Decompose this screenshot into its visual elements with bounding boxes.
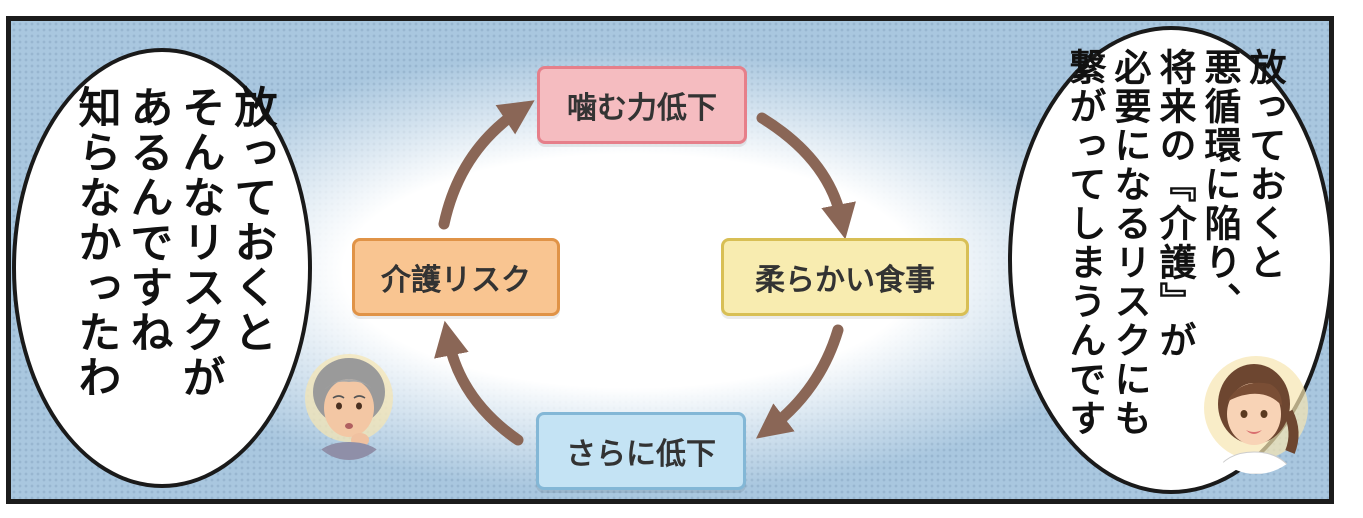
speech-line: 将来の『介護』が (1153, 48, 1196, 360)
cycle-box-further-decline: さらに低下 (536, 412, 746, 490)
speech-text-right: 放っておくと 悪循環に陥り、 将来の『介護』が 必要になるリスクにも 繋がってし… (1062, 48, 1287, 468)
arrow-bottom-to-left (434, 320, 524, 446)
arrow-left-to-top (438, 100, 535, 230)
cycle-box-chewing-decline: 噛む力低下 (537, 66, 747, 144)
speech-line: 放っておくと (227, 85, 277, 355)
speech-line: 必要になるリスクにも (1108, 48, 1151, 438)
elderly-woman-worried-icon (302, 350, 396, 460)
speech-line: 繋がってしまうんです (1063, 48, 1106, 438)
arrow-top-to-right (756, 112, 856, 240)
arrow-right-to-bottom (755, 324, 844, 439)
cycle-box-care-risk: 介護リスク (352, 238, 560, 316)
speech-line: そんなリスクが (175, 85, 225, 400)
cycle-box-soft-food: 柔らかい食事 (721, 238, 969, 316)
young-woman-smiling-icon (1200, 352, 1312, 474)
speech-line: 悪循環に陥り、 (1198, 48, 1241, 321)
speech-bubble-left (12, 48, 312, 488)
speech-line: 知らなかったわ (71, 85, 121, 400)
speech-text-left: 放っておくと そんなリスクが あるんですね 知らなかったわ (70, 85, 278, 415)
speech-line: 放っておくと (1243, 48, 1286, 282)
speech-line: あるんですね (123, 85, 173, 355)
